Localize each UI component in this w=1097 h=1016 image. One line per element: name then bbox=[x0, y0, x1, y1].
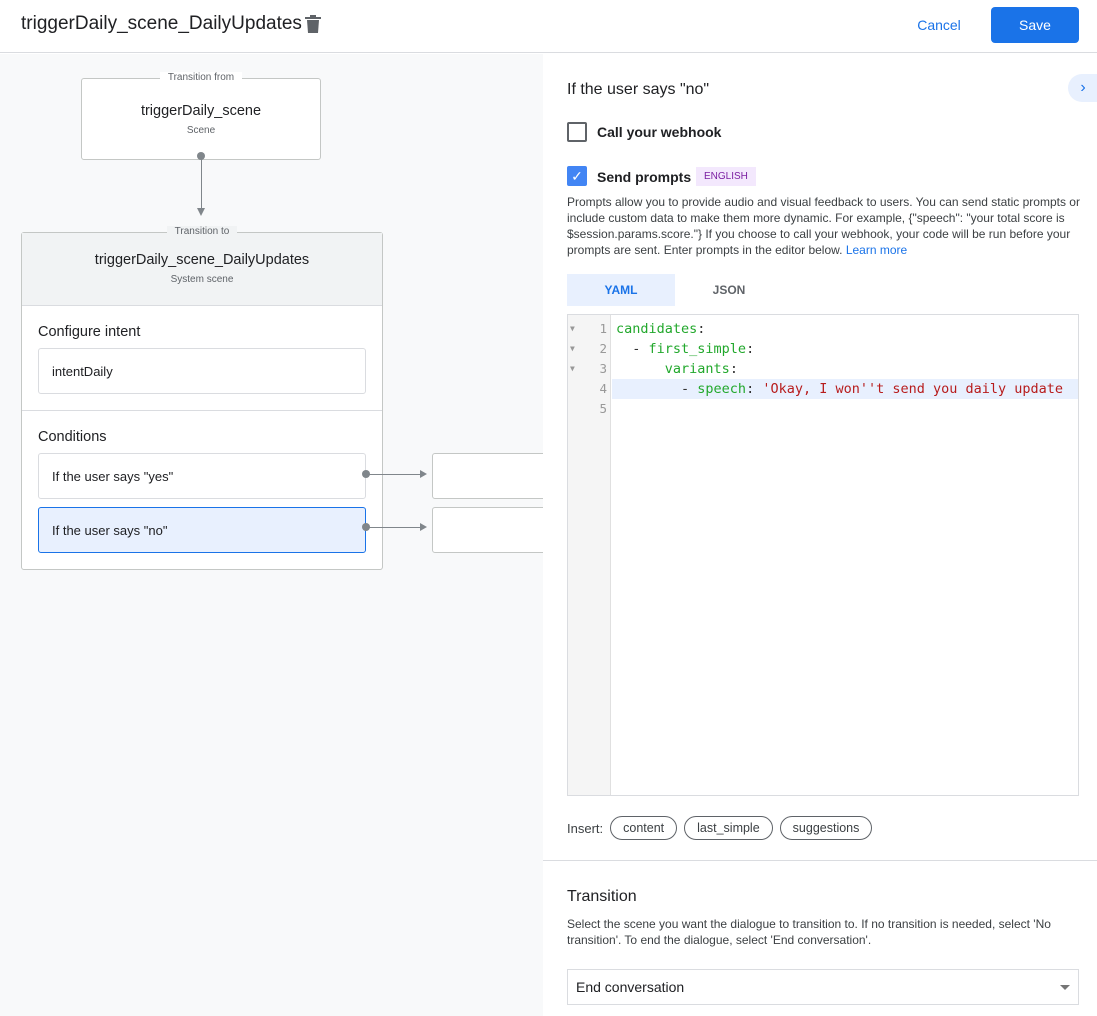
insert-last-simple-chip[interactable]: last_simple bbox=[684, 816, 773, 840]
scene-canvas[interactable]: Transition from triggerDaily_scene Scene… bbox=[0, 54, 552, 1016]
transition-from-node[interactable]: Transition from triggerDaily_scene Scene bbox=[81, 72, 321, 160]
panel-title: If the user says "no" bbox=[567, 81, 710, 98]
transition-from-legend: Transition from bbox=[159, 72, 243, 83]
code-line: variants: bbox=[664, 361, 738, 377]
transition-to-node: Transition to triggerDaily_scene_DailyUp… bbox=[21, 226, 383, 570]
arrow-down-icon bbox=[197, 208, 205, 216]
cancel-button[interactable]: Cancel bbox=[917, 17, 961, 33]
language-badge: ENGLISH bbox=[696, 167, 756, 186]
tab-yaml[interactable]: YAML bbox=[567, 274, 675, 306]
check-icon: ✓ bbox=[571, 168, 583, 184]
top-bar: triggerDaily_scene_DailyUpdates Cancel S… bbox=[0, 0, 1097, 53]
to-scene-type: System scene bbox=[170, 274, 234, 285]
configure-intent-label: Configure intent bbox=[38, 324, 141, 340]
divider bbox=[543, 860, 1097, 861]
connector-line bbox=[201, 158, 202, 208]
insert-suggestions-chip[interactable]: suggestions bbox=[779, 816, 873, 840]
insert-content-chip[interactable]: content bbox=[610, 816, 678, 840]
webhook-checkbox[interactable] bbox=[567, 122, 587, 142]
trash-icon[interactable] bbox=[304, 14, 322, 34]
condition-yes[interactable]: If the user says "yes" bbox=[38, 453, 366, 499]
arrow-right-icon bbox=[420, 523, 427, 531]
connector-dot bbox=[197, 152, 205, 160]
insert-row: Insert: content last_simple suggestions bbox=[567, 816, 873, 840]
code-editor[interactable]: ▼1 ▼2 ▼3 4 5 candidates: - first_simple:… bbox=[567, 314, 1079, 796]
active-line-highlight bbox=[612, 379, 1078, 399]
description-text: Prompts allow you to provide audio and v… bbox=[567, 195, 1080, 257]
learn-more-link[interactable]: Learn more bbox=[845, 243, 908, 257]
fold-icon[interactable]: ▼ bbox=[570, 364, 575, 373]
code-line: candidates: bbox=[616, 321, 706, 337]
tab-json[interactable]: JSON bbox=[712, 283, 746, 297]
page-title: triggerDaily_scene_DailyUpdates bbox=[21, 13, 302, 34]
prompts-description: Prompts allow you to provide audio and v… bbox=[567, 194, 1081, 258]
connector-line bbox=[366, 474, 422, 475]
chevron-right-icon[interactable]: › bbox=[1068, 74, 1097, 102]
insert-label: Insert: bbox=[567, 820, 604, 836]
send-prompts-checkbox[interactable]: ✓ bbox=[567, 166, 587, 186]
fold-icon[interactable]: ▼ bbox=[570, 324, 575, 333]
from-scene-type: Scene bbox=[186, 125, 216, 136]
transition-to-legend: Transition to bbox=[166, 226, 238, 237]
conditions-label: Conditions bbox=[38, 429, 107, 445]
fold-icon[interactable]: ▼ bbox=[570, 344, 575, 353]
target-node-no[interactable] bbox=[432, 507, 552, 553]
from-scene-name: triggerDaily_scene bbox=[140, 103, 262, 119]
transition-description: Select the scene you want the dialogue t… bbox=[567, 917, 1051, 947]
transition-select[interactable]: End conversation bbox=[567, 969, 1079, 1005]
code-line: - first_simple: bbox=[616, 341, 755, 357]
dropdown-arrow-icon bbox=[1060, 985, 1070, 990]
transition-title: Transition bbox=[567, 888, 637, 905]
transition-selected-value: End conversation bbox=[576, 979, 685, 995]
arrow-right-icon bbox=[420, 470, 427, 478]
to-scene-name: triggerDaily_scene_DailyUpdates bbox=[94, 252, 310, 268]
save-button[interactable]: Save bbox=[991, 7, 1079, 43]
send-prompts-label: Send prompts bbox=[597, 169, 692, 185]
target-node-yes[interactable] bbox=[432, 453, 552, 499]
condition-no[interactable]: If the user says "no" bbox=[38, 507, 366, 553]
code-line: - speech: 'Okay, I won''t send you daily… bbox=[616, 381, 1064, 397]
condition-panel: If the user says "no" › Call your webhoo… bbox=[543, 54, 1097, 1016]
webhook-label: Call your webhook bbox=[597, 124, 722, 140]
intent-field[interactable]: intentDaily bbox=[38, 348, 366, 394]
connector-line bbox=[366, 527, 422, 528]
line-gutter: ▼1 ▼2 ▼3 4 5 bbox=[568, 315, 611, 795]
